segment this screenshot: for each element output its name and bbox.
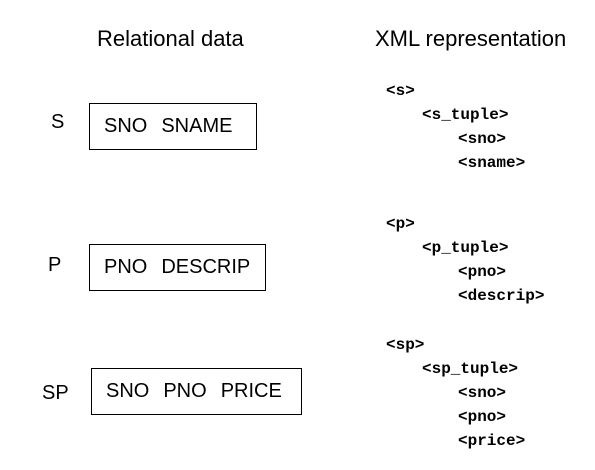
xml-sp-field-tag: <price> bbox=[458, 432, 526, 450]
relation-sp-name: SP bbox=[42, 382, 69, 404]
xml-sp-field-tag: <sno> bbox=[458, 384, 507, 402]
relation-sp-attribute: PNO bbox=[163, 380, 207, 402]
xml-sp-field-tag: <pno> bbox=[458, 408, 507, 426]
relation-sp-attribute: PRICE bbox=[220, 380, 282, 402]
xml-p-field-tag: <descrip> bbox=[458, 287, 545, 305]
relation-sp-attribute: SNO bbox=[106, 380, 150, 402]
xml-representation-heading: XML representation bbox=[375, 26, 567, 51]
relation-p-box: PNO DESCRIP bbox=[89, 244, 266, 291]
relation-s-box: SNO SNAME bbox=[89, 103, 257, 150]
relation-sp-box: SNO PNO PRICE bbox=[91, 368, 302, 415]
xml-p-root-tag: <p> bbox=[386, 215, 415, 233]
xml-s-field-tag: <sname> bbox=[458, 154, 526, 172]
xml-p-field-tag: <pno> bbox=[458, 263, 507, 281]
xml-sp-root-tag: <sp> bbox=[386, 336, 425, 354]
xml-s-tuple-tag: <s_tuple> bbox=[422, 106, 509, 124]
relation-s-attribute: SNO bbox=[104, 115, 148, 137]
xml-s-field-tag: <sno> bbox=[458, 130, 507, 148]
relation-p-attribute: PNO bbox=[104, 256, 148, 278]
xml-sp-tuple-tag: <sp_tuple> bbox=[422, 360, 519, 378]
relation-s-attribute: SNAME bbox=[161, 115, 233, 137]
relation-p-name: P bbox=[48, 254, 62, 276]
relational-data-heading: Relational data bbox=[97, 26, 244, 51]
xml-s-root-tag: <s> bbox=[386, 82, 415, 100]
xml-p-tuple-tag: <p_tuple> bbox=[422, 239, 509, 257]
relation-s-name: S bbox=[51, 111, 65, 133]
relation-p-attribute: DESCRIP bbox=[161, 256, 251, 278]
